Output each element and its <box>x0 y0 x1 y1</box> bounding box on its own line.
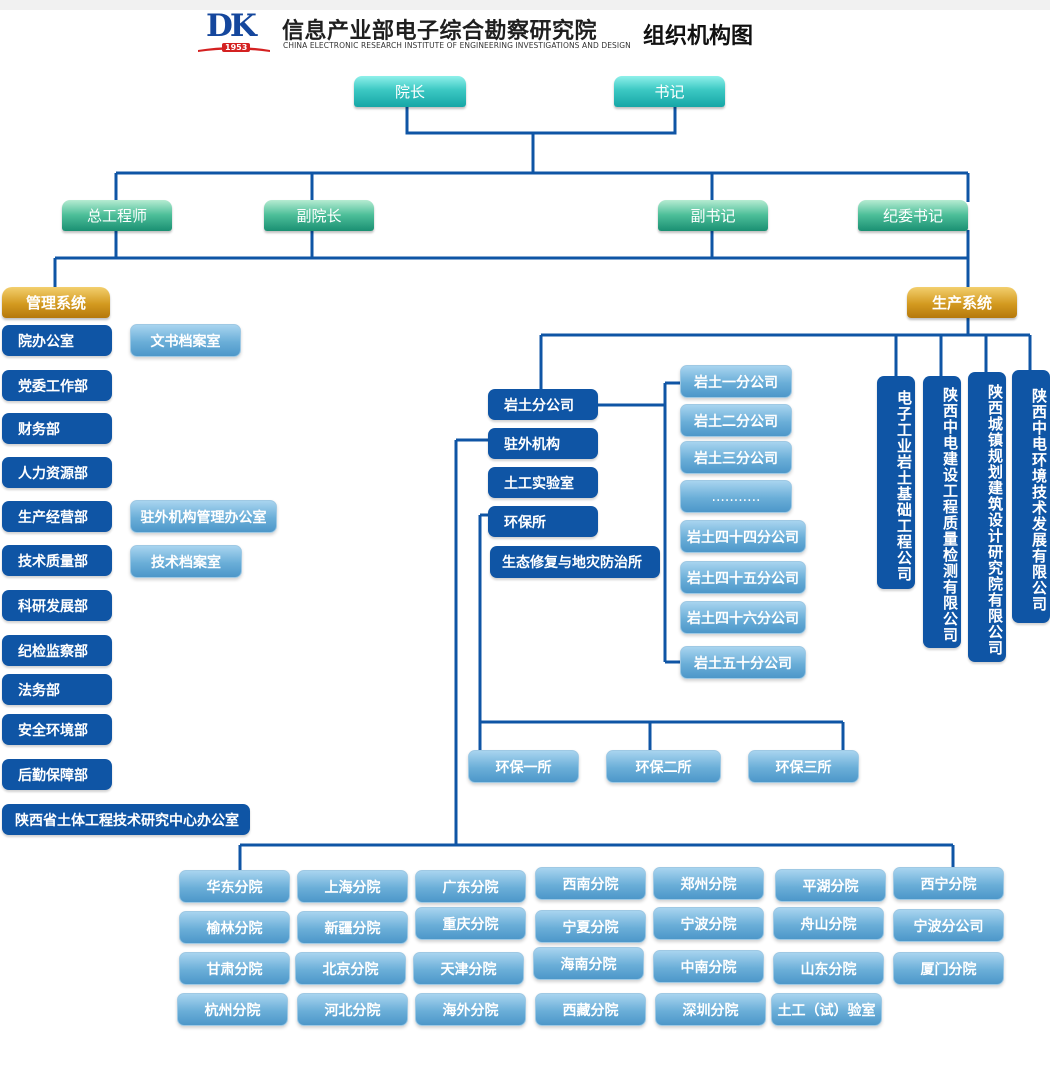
regional-branch: 中南分院 <box>653 950 764 983</box>
unit-soil-laboratory: 土工实验室 <box>488 467 598 498</box>
regional-branch: 厦门分院 <box>893 952 1004 985</box>
regional-branch: 上海分院 <box>297 870 408 903</box>
regional-branch: 宁波分院 <box>653 907 764 940</box>
dept-soil-engineering-center-office: 陕西省土体工程技术研究中心办公室 <box>2 804 250 835</box>
regional-branch: 海外分院 <box>415 993 526 1026</box>
regional-branch: 华东分院 <box>179 870 290 903</box>
regional-branch: 舟山分院 <box>773 907 884 940</box>
regional-branch: 新疆分院 <box>297 911 408 944</box>
unit-outpost-agencies: 驻外机构 <box>488 428 598 459</box>
subsidiary-urban-planning-institute: 陕西城镇规划建筑设计研究院有限公司 <box>968 372 1006 662</box>
regional-branch: 榆林分院 <box>179 911 290 944</box>
regional-branch: 河北分院 <box>297 993 408 1026</box>
node-vice-president: 副院长 <box>264 200 374 231</box>
unit-environmental-institute: 环保所 <box>488 506 598 537</box>
node-production-system: 生产系统 <box>907 287 1017 318</box>
subsidiary-cec-environment-tech: 陕西中电环境技术发展有限公司 <box>1012 370 1050 623</box>
sub-document-archives: 文书档案室 <box>130 324 241 357</box>
regional-branch: 宁波分公司 <box>893 909 1004 942</box>
dept-technical-quality: 技术质量部 <box>2 545 112 576</box>
node-deputy-secretary: 副书记 <box>658 200 768 231</box>
node-chief-engineer: 总工程师 <box>62 200 172 231</box>
node-management-system: 管理系统 <box>2 287 110 318</box>
regional-branch: 甘肃分院 <box>179 952 290 985</box>
geotech-branch-2: 岩土二分公司 <box>680 404 792 437</box>
regional-branch: 天津分院 <box>413 952 524 985</box>
chart-title: 组织机构图 <box>643 23 754 49</box>
dept-research-development: 科研发展部 <box>2 590 112 621</box>
geotech-branch-ellipsis: ........... <box>680 480 792 513</box>
logo-year: 1953 <box>222 43 251 52</box>
dept-finance: 财务部 <box>2 413 112 444</box>
institute-logo: DK 1953 <box>196 8 274 58</box>
unit-geotechnical-company: 岩土分公司 <box>488 389 598 420</box>
geotech-branch-3: 岩土三分公司 <box>680 441 792 474</box>
regional-branch-soil-test-lab: 土工（试）验室 <box>771 993 882 1026</box>
dept-human-resources: 人力资源部 <box>2 457 112 488</box>
geotech-branch-46: 岩土四十六分公司 <box>680 601 806 634</box>
regional-branch: 山东分院 <box>773 952 884 985</box>
subsidiary-electronic-geotech-company: 电子工业岩土基础工程公司 <box>877 376 915 589</box>
node-secretary: 书记 <box>614 76 725 107</box>
node-discipline-secretary: 纪委书记 <box>858 200 968 231</box>
env-branch-1: 环保一所 <box>468 750 579 783</box>
dept-party-committee: 党委工作部 <box>2 370 112 401</box>
geotech-branch-45: 岩土四十五分公司 <box>680 561 806 594</box>
dept-logistics: 后勤保障部 <box>2 759 112 790</box>
dept-discipline-inspection: 纪检监察部 <box>2 635 112 666</box>
regional-branch: 杭州分院 <box>177 993 288 1026</box>
dept-production-business: 生产经营部 <box>2 501 112 532</box>
geotech-branch-44: 岩土四十四分公司 <box>680 520 806 553</box>
dept-president-office: 院办公室 <box>2 325 112 356</box>
node-president: 院长 <box>354 76 466 107</box>
dept-legal: 法务部 <box>2 674 112 705</box>
regional-branch: 广东分院 <box>415 870 526 903</box>
env-branch-3: 环保三所 <box>748 750 859 783</box>
geotech-branch-50: 岩土五十分公司 <box>680 646 806 679</box>
env-branch-2: 环保二所 <box>606 750 721 783</box>
regional-branch: 西藏分院 <box>535 993 646 1026</box>
regional-branch: 重庆分院 <box>415 907 526 940</box>
regional-branch: 西南分院 <box>535 867 646 900</box>
unit-eco-restoration-institute: 生态修复与地灾防治所 <box>490 546 660 578</box>
institute-name-en: CHINA ELECTRONIC RESEARCH INSTITUTE OF E… <box>283 41 631 50</box>
regional-branch: 平湖分院 <box>775 869 886 902</box>
regional-branch: 西宁分院 <box>893 867 1004 900</box>
regional-branch: 郑州分院 <box>653 867 764 900</box>
institute-name-cn: 信息产业部电子综合勘察研究院 <box>282 19 598 44</box>
top-strip <box>0 0 1050 10</box>
sub-technical-archives: 技术档案室 <box>130 545 242 578</box>
subsidiary-cec-quality-testing: 陕西中电建设工程质量检测有限公司 <box>923 376 961 648</box>
regional-branch: 宁夏分院 <box>535 910 646 943</box>
dept-safety-environment: 安全环境部 <box>2 714 112 745</box>
geotech-branch-1: 岩土一分公司 <box>680 365 792 398</box>
regional-branch: 深圳分院 <box>655 993 766 1026</box>
regional-branch: 北京分院 <box>295 952 406 985</box>
regional-branch: 海南分院 <box>533 947 644 980</box>
logo-text: DK <box>206 8 257 44</box>
sub-outpost-management-office: 驻外机构管理办公室 <box>130 500 277 533</box>
